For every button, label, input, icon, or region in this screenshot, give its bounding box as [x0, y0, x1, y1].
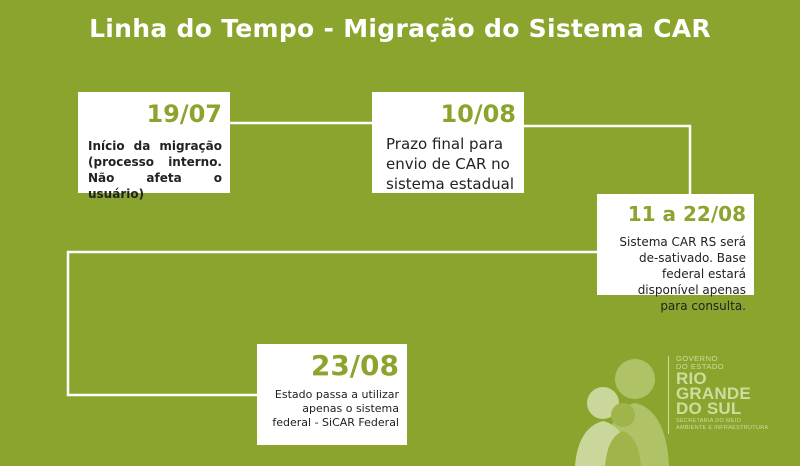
connector-3-4 — [66, 250, 597, 397]
milestone-date: 23/08 — [310, 349, 399, 382]
milestone-date: 19/07 — [146, 100, 222, 128]
logo-line1: GOVERNO — [676, 354, 718, 363]
page-title: Linha do Tempo - Migração do Sistema CAR — [89, 14, 711, 43]
milestone-card-2: 10/08 Prazo final para envio de CAR no s… — [372, 92, 524, 193]
milestone-date: 10/08 — [440, 100, 516, 128]
milestone-text: Sistema CAR RS será de-sativado. Base fe… — [619, 235, 746, 313]
milestone-date: 11 a 22/08 — [627, 202, 746, 226]
logo-sub2: AMBIENTE E INFRAESTRUTURA — [676, 425, 769, 431]
logo-line2: DO ESTADO — [676, 362, 725, 371]
milestone-text: Estado passa a utilizar apenas o sistema… — [272, 388, 399, 429]
milestone-card-1: 19/07 Início da migração (processo inter… — [78, 92, 230, 201]
milestone-text: Prazo final para envio de CAR no sistema… — [386, 135, 514, 193]
logo-divider — [668, 356, 669, 434]
logo-name3: DO SUL — [676, 399, 742, 418]
logo-name2: GRANDE — [676, 384, 751, 403]
milestone-card-4: 23/08 Estado passa a utilizar apenas o s… — [257, 344, 407, 445]
milestone-text: Início da migração (processo interno. Nã… — [88, 139, 222, 201]
milestone-card-3: 11 a 22/08 Sistema CAR RS será de-sativa… — [597, 194, 754, 313]
state-logo-text: GOVERNO DO ESTADO RIO GRANDE DO SUL SECR… — [676, 355, 768, 432]
family-silhouette-icon — [575, 359, 669, 466]
logo-name1: RIO — [676, 369, 707, 388]
connector-2-3 — [524, 124, 692, 194]
logo-sub1: SECRETARIA DO MEIO — [676, 418, 742, 424]
